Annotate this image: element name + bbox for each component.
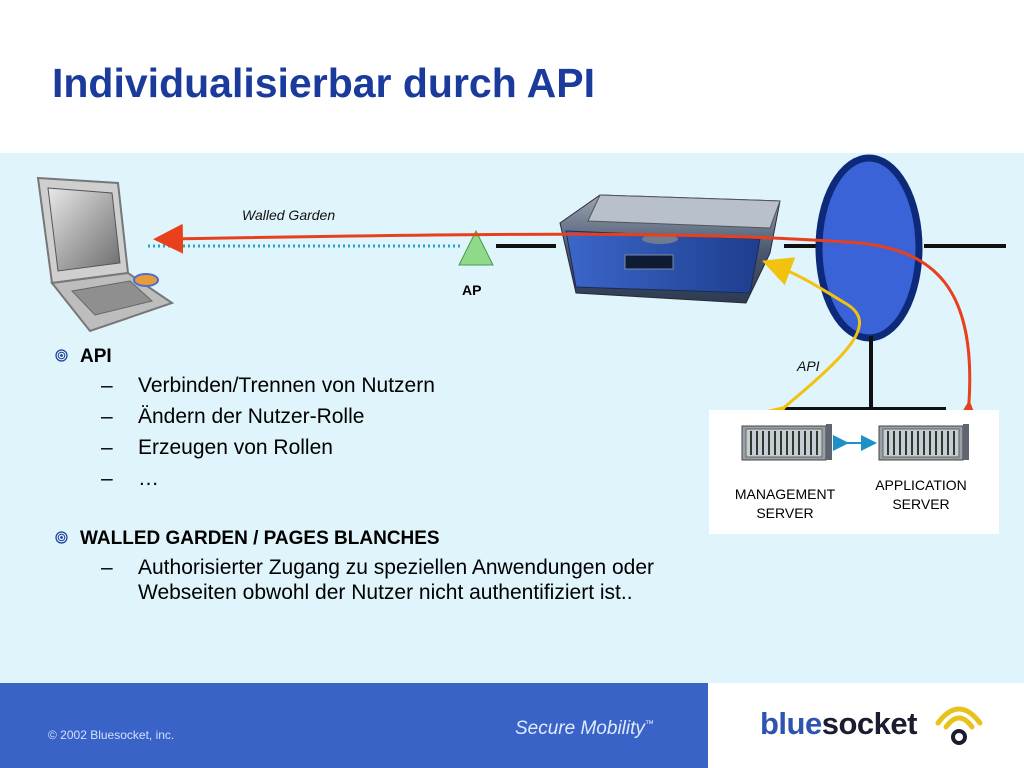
server-rack-icon xyxy=(741,424,832,461)
management-server-label-line1: MANAGEMENT xyxy=(734,486,836,502)
bluesocket-logo: bluesocket xyxy=(760,706,917,742)
circle-bullet-icon xyxy=(55,349,68,362)
logo-part-socket: socket xyxy=(821,706,918,741)
circle-bullet-icon xyxy=(55,531,68,544)
list-item-text: Erzeugen von Rollen xyxy=(138,436,333,459)
logo-part-blue: blue xyxy=(760,706,822,741)
api-sub-list: – Verbinden/Trennen von Nutzern – Ändern d… xyxy=(55,373,675,491)
list-item: –… xyxy=(55,466,675,491)
management-server-label: MANAGEMENT SERVER xyxy=(721,485,849,523)
list-item-text: Ändern der Nutzer-Rolle xyxy=(138,405,365,428)
application-server-label: APPLICATION SERVER xyxy=(857,476,985,514)
dash-marker: – xyxy=(101,405,113,428)
walled-garden-arrow xyxy=(153,223,982,432)
bullet-section-api: API xyxy=(55,345,675,369)
server-panel: MANAGEMENT SERVER APPLICATION SERVER xyxy=(709,410,999,534)
dash-marker: – xyxy=(101,436,113,459)
list-item: – Authorisierter Zugang zu speziellen Anw… xyxy=(55,555,655,605)
ap-label: AP xyxy=(462,282,482,298)
network-ellipse xyxy=(815,154,923,342)
slide-title: Individualisierbar durch API xyxy=(52,60,595,106)
tagline-text: Secure Mobility xyxy=(515,718,645,739)
bullet-heading: WALLED GARDEN / PAGES BLANCHES xyxy=(80,528,440,549)
application-server-label-line1: APPLICATION xyxy=(875,477,967,493)
copyright-text: © 2002 Bluesocket, inc. xyxy=(48,728,175,742)
tagline: Secure Mobility™ xyxy=(515,718,654,740)
bullet-section-walled-garden: WALLED GARDEN / PAGES BLANCHES xyxy=(55,527,675,551)
bullet-heading: API xyxy=(80,346,112,367)
dash-marker: – xyxy=(101,467,113,490)
server-rack-icon xyxy=(878,424,969,461)
dash-marker: – xyxy=(101,556,113,579)
laptop-icon xyxy=(36,176,175,333)
walled-garden-label: Walled Garden xyxy=(242,207,336,223)
list-item-text: Authorisierter Zugang zu speziellen Anwe… xyxy=(138,556,655,604)
gateway-device-icon xyxy=(559,194,781,304)
list-item-text: … xyxy=(138,467,159,490)
list-item: – Verbinden/Trennen von Nutzern xyxy=(55,373,675,398)
api-label: API xyxy=(797,358,820,374)
trademark-symbol: ™ xyxy=(644,718,654,729)
management-server-label-line2: SERVER xyxy=(756,505,814,521)
api-arrow xyxy=(753,257,862,437)
list-item: – Erzeugen von Rollen xyxy=(55,435,675,460)
application-server-label-line2: SERVER xyxy=(892,496,950,512)
walled-garden-sub-list: – Authorisierter Zugang zu speziellen Anw… xyxy=(55,555,675,605)
wifi-signal-icon xyxy=(935,706,983,745)
list-item-text: Verbinden/Trennen von Nutzern xyxy=(138,374,435,397)
footer-band xyxy=(0,683,708,768)
bullet-list: API – Verbinden/Trennen von Nutzern – Ände… xyxy=(55,345,675,611)
server-graphics xyxy=(741,424,969,461)
dash-marker: – xyxy=(101,374,113,397)
list-item: – Ändern der Nutzer-Rolle xyxy=(55,404,675,429)
network-diagram xyxy=(36,154,1006,437)
